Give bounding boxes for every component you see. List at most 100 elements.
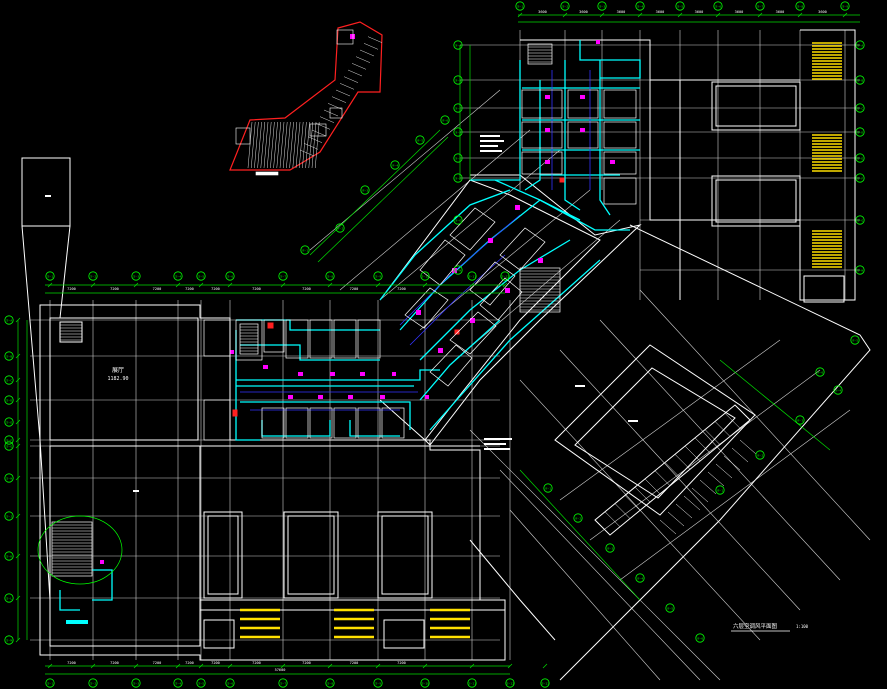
air-terminal-unit <box>505 288 510 293</box>
key-hatch-line <box>260 121 266 169</box>
key-hatch-line <box>303 143 319 150</box>
duct-tower-3 <box>524 80 541 191</box>
grid-bubble-label: ①-9 <box>375 681 381 685</box>
dim-tick <box>327 663 333 669</box>
grid-bubble-label: ④-1 <box>302 248 308 252</box>
grid-bubble: ④-2 <box>755 450 765 460</box>
key-hatch-line <box>327 103 343 110</box>
grid-bubble: ③-C <box>453 103 463 113</box>
grid-bubble-label: ④-2 <box>337 226 343 230</box>
grid-bubble-label: ④-1 <box>545 486 551 490</box>
grid-bubble-circle <box>453 103 463 113</box>
grid-bubble-label: ①-11 <box>468 681 476 685</box>
dim-tick <box>375 663 381 669</box>
grid-bubble-circle <box>278 271 288 281</box>
grid-bubble-circle <box>453 127 463 137</box>
stair-tread <box>704 429 721 445</box>
bay-2 <box>283 511 339 599</box>
key-hatch-line <box>279 121 285 169</box>
duct-tower-top <box>579 40 641 79</box>
grid-bubble: ①-K <box>4 551 14 561</box>
grid-bubble-circle <box>4 473 14 483</box>
key-hatch-line <box>314 121 320 169</box>
air-terminal-unit <box>425 395 429 399</box>
grid-bubble-circle <box>815 367 825 377</box>
grid-bubble-label: ④-4 <box>835 388 841 392</box>
key-plan <box>229 21 383 171</box>
dim-tick <box>637 12 643 18</box>
dim-tick <box>375 282 381 288</box>
key-plan-details <box>235 29 354 176</box>
grid-bubble-circle <box>543 483 553 493</box>
dim-tick <box>507 663 513 669</box>
grid-bubble-circle <box>453 75 463 85</box>
bay-3 <box>377 511 433 599</box>
dimension-value: 7200 <box>153 661 162 665</box>
grid-bubble: ③-H <box>855 265 865 275</box>
dimension-value: 57600 <box>275 668 286 672</box>
grid-bubble: ③-G <box>453 215 463 225</box>
stair-tread <box>675 503 693 519</box>
key-hatch-line <box>282 121 288 169</box>
duct-junction <box>494 179 630 231</box>
grid-bubble-circle <box>4 395 14 405</box>
grid-bubble: ①-11 <box>467 678 477 688</box>
grid-bubble-circle <box>45 678 55 688</box>
duct-diagonal-4 <box>429 259 601 431</box>
dimension-value: 7200 <box>67 287 76 291</box>
room-l7 <box>357 319 381 359</box>
stair-tread <box>683 495 701 511</box>
pipe-3 <box>399 214 521 326</box>
air-terminal-unit <box>515 205 520 210</box>
grid-bubble-label: ④-3 <box>607 546 613 550</box>
room-b2 <box>285 407 309 439</box>
air-terminal-unit <box>348 395 353 399</box>
grid-bubble-label: ③-C <box>455 106 461 110</box>
grid-bubble: ④-6 <box>695 633 705 643</box>
grid-bubble: ②-9 <box>840 1 850 11</box>
grid-bubble-circle <box>695 633 705 643</box>
duct-lower-left <box>240 401 411 430</box>
grid-bubble-label: ①-2 <box>90 681 96 685</box>
grid-bubble: ④-3 <box>360 185 370 195</box>
duct-tower-2 <box>599 60 611 216</box>
grid-bubble-circle <box>4 417 14 427</box>
key-plan-block-2 <box>235 127 251 145</box>
grid-bubble-label: ④-5 <box>852 338 858 342</box>
grid-bubble: ①-D <box>4 395 14 405</box>
shaft-left <box>21 157 71 227</box>
stair-tread <box>654 470 671 486</box>
dim-tick <box>15 595 21 601</box>
grid-bubble-circle <box>4 551 14 561</box>
grid-bubble-circle <box>855 215 865 225</box>
key-plan-label-box <box>255 171 279 176</box>
dimension-value: 3600 <box>818 10 827 14</box>
grid-bubble-label: ②-8 <box>797 4 803 8</box>
air-terminal-unit <box>360 372 365 376</box>
grid-bubble: ①-9 <box>373 678 383 688</box>
grid-bubble-label: ②-7 <box>757 4 763 8</box>
grid-bubble: ④-2 <box>335 223 345 233</box>
stair-tread <box>614 503 631 519</box>
grid-bubble-circle <box>755 1 765 11</box>
dim-diag-lower <box>719 359 831 451</box>
grid-bubble-circle <box>675 1 685 11</box>
grid-bubble: ③-B <box>453 75 463 85</box>
stair-left-top <box>59 321 83 343</box>
air-terminal-unit <box>545 160 550 164</box>
dim-tick <box>47 282 53 288</box>
air-terminal-unit <box>350 34 355 39</box>
dimension-value: 7200 <box>153 287 162 291</box>
grid-bubble-circle <box>560 1 570 11</box>
grid-bubble: ④-6 <box>815 367 825 377</box>
grid-bubble-circle <box>573 513 583 523</box>
grid-bubble-label: ②-5 <box>677 4 683 8</box>
grid-bubble-circle <box>131 678 141 688</box>
grid-bubble-label: ①-L <box>6 596 12 600</box>
fire-items <box>232 177 565 417</box>
room-label-group: 展厅 1182.90 <box>107 367 128 382</box>
grid-bubble-circle <box>300 245 310 255</box>
grid-bubble-circle <box>605 543 615 553</box>
dim-tick <box>15 353 21 359</box>
stair-tread <box>734 404 751 421</box>
